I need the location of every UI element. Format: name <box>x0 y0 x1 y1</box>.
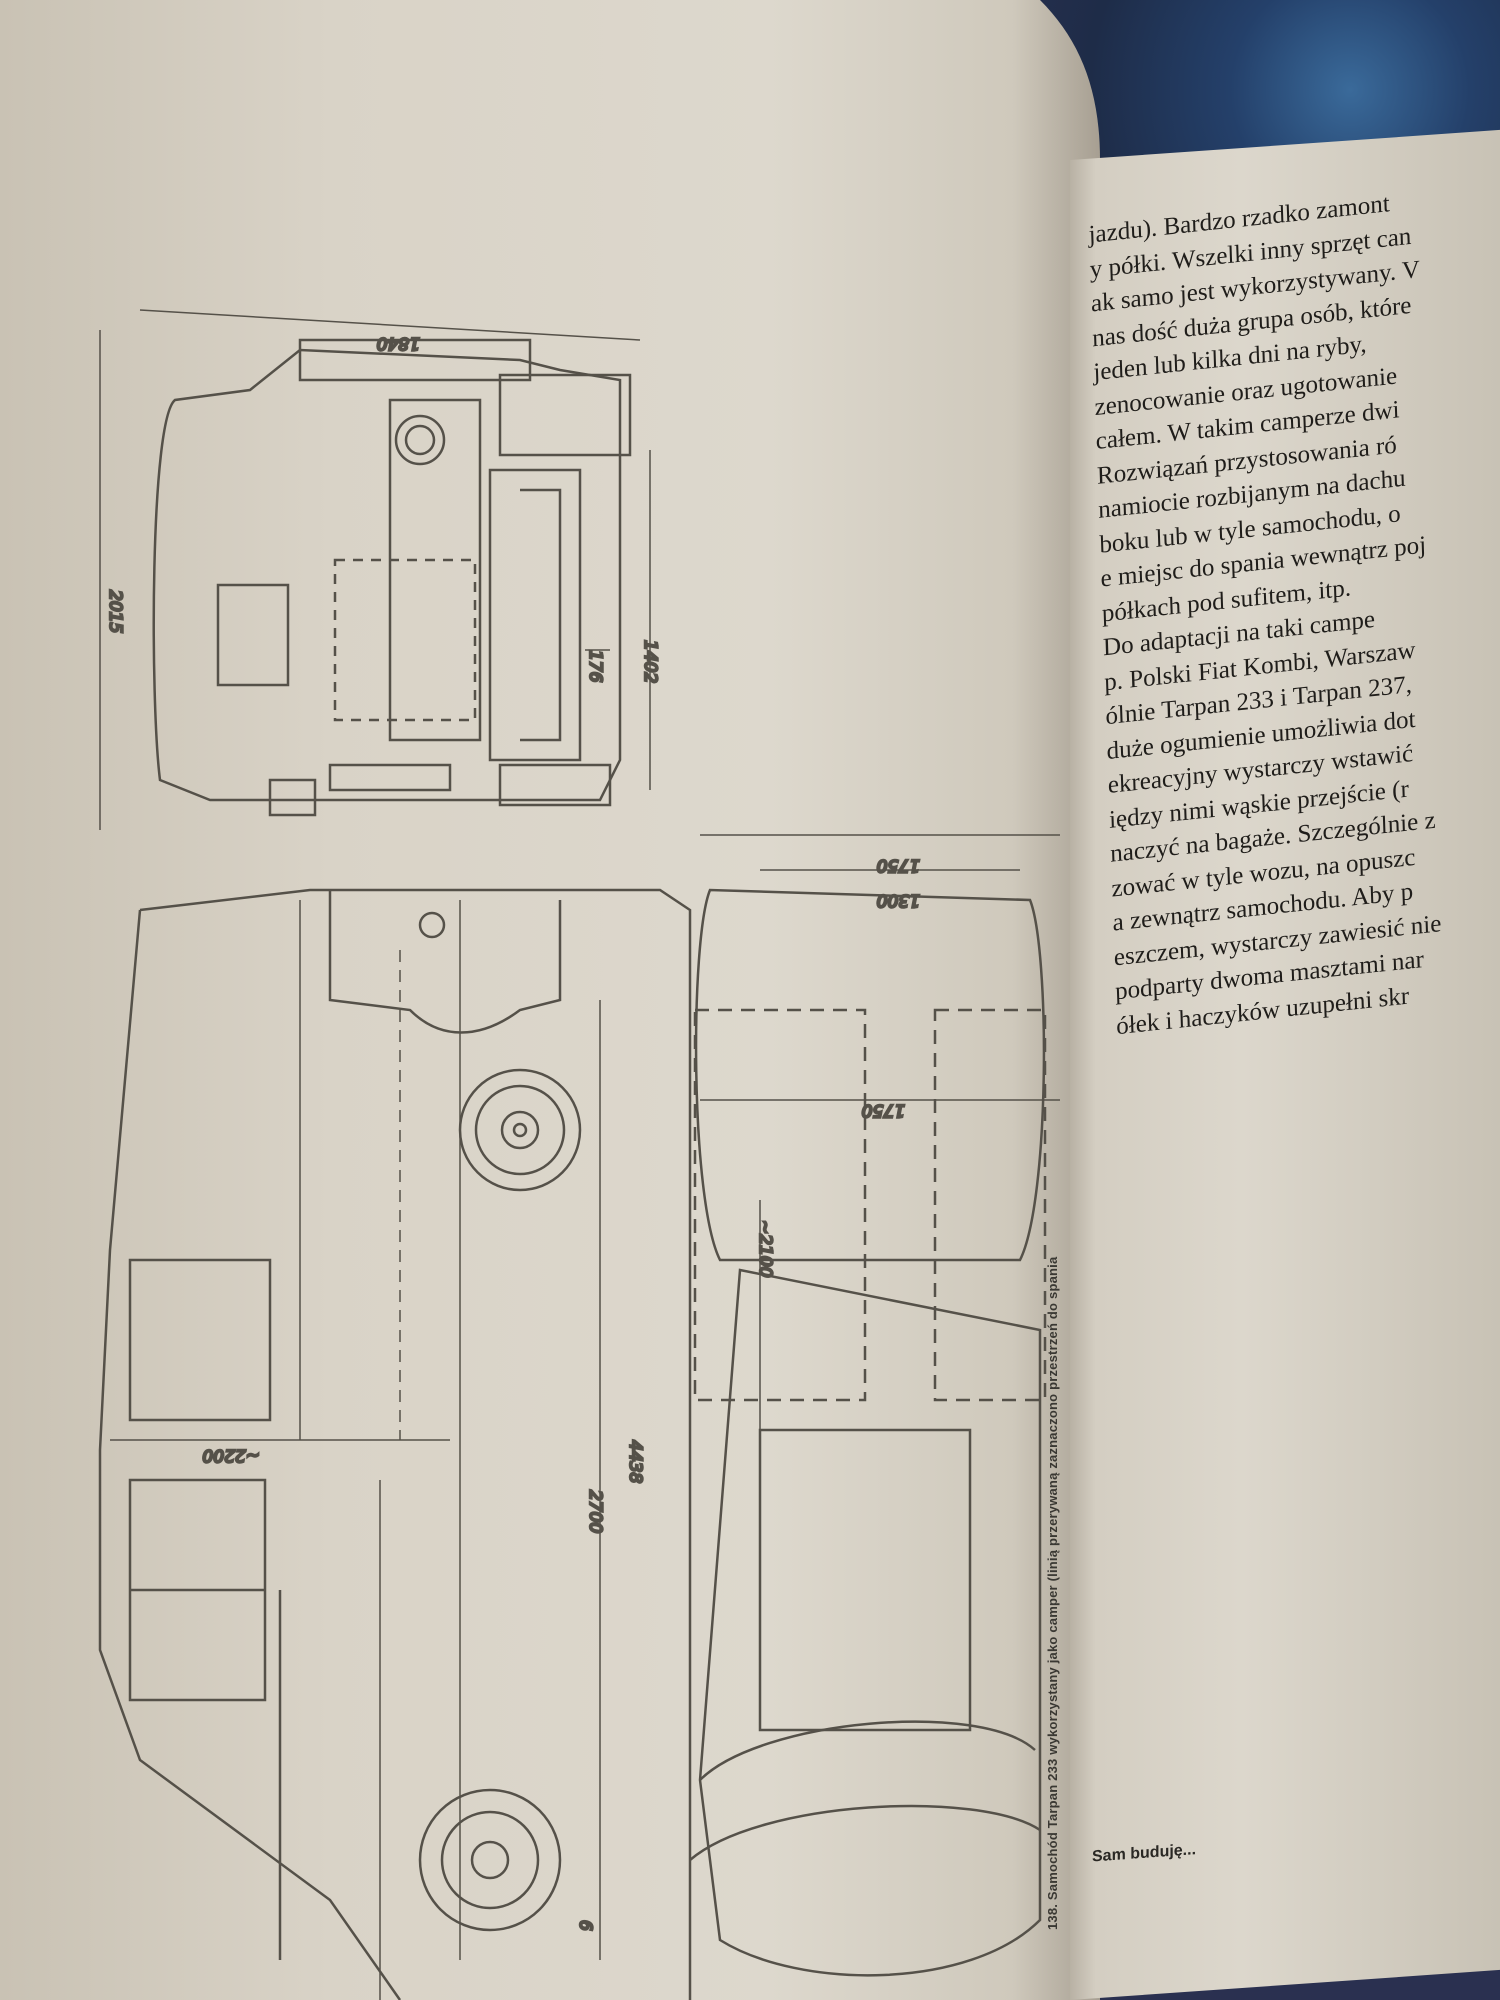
front-view-drawing <box>100 310 650 830</box>
body-text: jazdu). Bardzo rzadko zamont y półki. Ws… <box>1088 164 1500 1044</box>
dim-front-width: 1840 <box>377 333 420 353</box>
dim-front-inner-height: 1402 <box>640 640 660 683</box>
page-footer: Sam buduję... <box>1092 1841 1197 1866</box>
right-page: jazdu). Bardzo rzadko zamont y półki. Ws… <box>1070 129 1500 2000</box>
dim-front-height: 2015 <box>105 590 125 633</box>
dim-top-outer: 1750 <box>877 855 920 875</box>
dim-side-wheelbase: 2700 <box>585 1490 605 1533</box>
left-page: 1840 2015 1402 176 1750 1300 1750 ~2100 … <box>0 0 1100 2000</box>
tarpan-technical-drawing: 1840 2015 1402 176 1750 1300 1750 ~2100 … <box>0 0 1100 2000</box>
top-view-drawing <box>690 835 1060 1975</box>
dim-top-inner: 1300 <box>877 890 920 910</box>
dim-top-bed-length: ~2100 <box>755 1220 775 1278</box>
dim-side-interior: ~2200 <box>202 1445 260 1465</box>
dim-side-length: 4438 <box>625 1440 645 1483</box>
dim-top-bed-width: 1750 <box>862 1100 905 1120</box>
dim-side-small: 6 <box>575 1920 595 1931</box>
figure-caption: 138. Samochód Tarpan 233 wykorzystany ja… <box>1045 1256 1060 1930</box>
dim-front-small: 176 <box>585 650 605 683</box>
side-view-drawing <box>100 890 690 2000</box>
